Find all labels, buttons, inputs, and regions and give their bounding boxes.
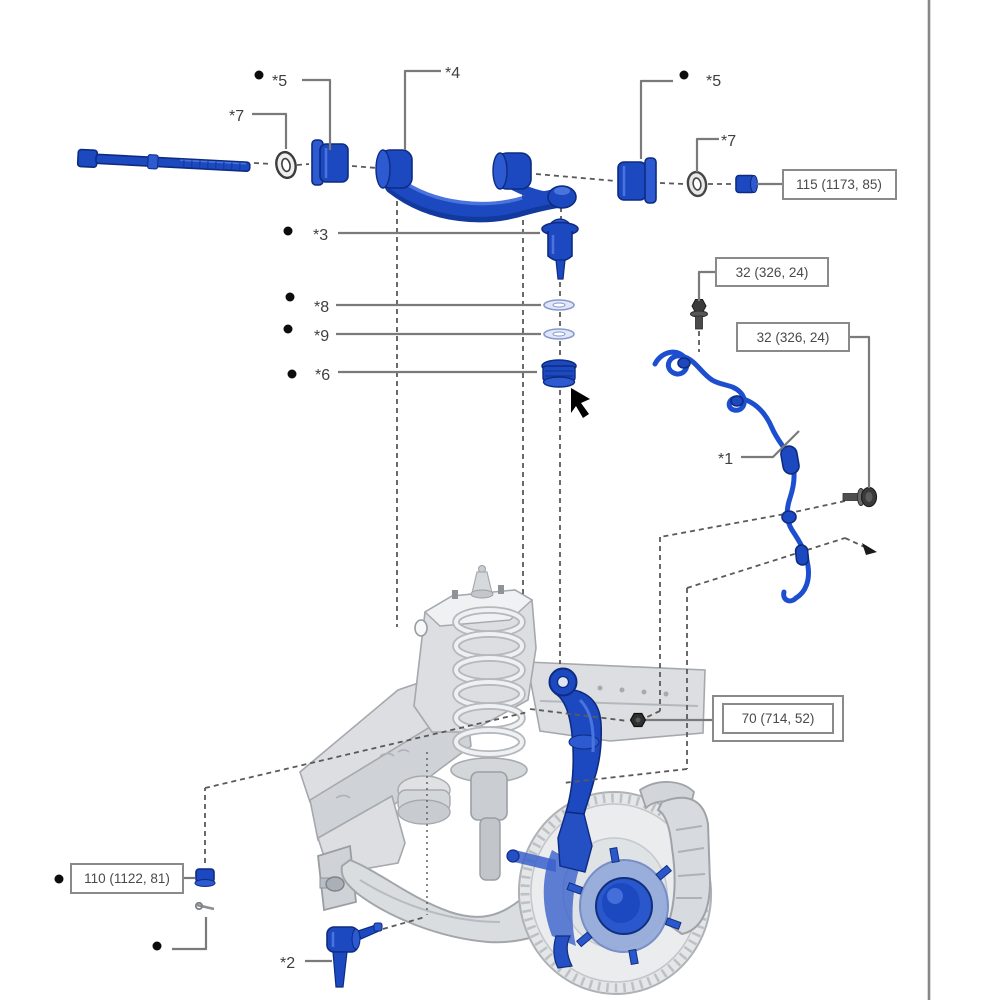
dust-cover-bushing <box>541 359 577 388</box>
flexible-hose-assembly <box>652 349 811 604</box>
steering-knuckle <box>506 667 603 969</box>
lower-ball-joint-nut <box>194 868 216 887</box>
hose-clip <box>677 357 691 369</box>
hose-clip <box>730 395 744 407</box>
washer-upper <box>543 299 575 311</box>
leader-lines <box>172 69 871 963</box>
wheel-studs <box>566 847 682 965</box>
retainer-washer-left <box>275 150 297 180</box>
torque-value-32a: 32 (326, 24) <box>736 265 809 280</box>
hose-sleeve <box>780 445 800 475</box>
retainer-washer-right <box>686 170 708 198</box>
pointer-arrow-icon <box>571 388 590 418</box>
upper-control-arm <box>375 149 577 223</box>
label-7-right: *7 <box>721 133 736 150</box>
torque-callouts: 115 (1173, 85) 32 (326, 24) 32 (326, 24)… <box>70 169 897 894</box>
hose-sleeve <box>794 544 810 566</box>
hose-bracket-bolt-upper <box>690 299 708 330</box>
torque-value-115: 115 (1173, 85) <box>796 177 882 192</box>
non-reusable-part-markers <box>54 70 689 951</box>
hose-bracket-bolt-lower <box>842 486 878 508</box>
coil-spring-and-shock <box>397 606 528 881</box>
label-5-left: *5 <box>272 73 287 90</box>
torque-box-110 <box>70 863 184 894</box>
hose-clip <box>781 510 797 524</box>
label-9: *9 <box>314 328 329 345</box>
arm-bushing-right <box>617 157 657 204</box>
torque-box-32b <box>736 322 850 352</box>
label-6: *6 <box>315 367 330 384</box>
label-2: *2 <box>280 955 295 972</box>
arm-bushing-left <box>311 139 349 186</box>
cotter-pin <box>194 901 215 911</box>
routing-arrowhead <box>862 543 877 555</box>
part-labels: *5 *7 *4 *5 *7 *3 *8 *9 *6 *1 *2 <box>229 65 736 972</box>
upper-ball-joint <box>541 218 579 280</box>
arm-pivot-bolt <box>325 876 345 892</box>
torque-value-110: 110 (1122, 81) <box>84 871 170 886</box>
upper-arm-camber-bolt <box>76 148 251 173</box>
label-5-right: *5 <box>706 73 721 90</box>
label-3: *3 <box>313 227 328 244</box>
torque-box-32a <box>715 257 829 287</box>
label-1: *1 <box>718 451 733 468</box>
arm-shaft-nut <box>735 174 758 194</box>
label-7-left: *7 <box>229 108 244 125</box>
stabilizer-link <box>326 922 383 988</box>
torque-box-70-inner <box>722 703 834 734</box>
torque-value-32b: 32 (326, 24) <box>757 330 830 345</box>
alignment-dashed-lines <box>204 162 877 930</box>
label-4: *4 <box>445 65 460 82</box>
lower-control-arm <box>317 844 568 944</box>
ball-joint-stud <box>555 259 566 280</box>
label-8: *8 <box>314 299 329 316</box>
shock-body <box>470 771 508 821</box>
torque-box-115 <box>782 169 897 200</box>
wheel-hub <box>566 847 682 965</box>
torque-value-70: 70 (714, 52) <box>742 711 815 726</box>
arm-mount-hole <box>414 619 428 637</box>
upper-stud-castle-nut <box>629 712 647 728</box>
washer-lower <box>543 328 575 340</box>
brake-caliper <box>638 781 712 936</box>
